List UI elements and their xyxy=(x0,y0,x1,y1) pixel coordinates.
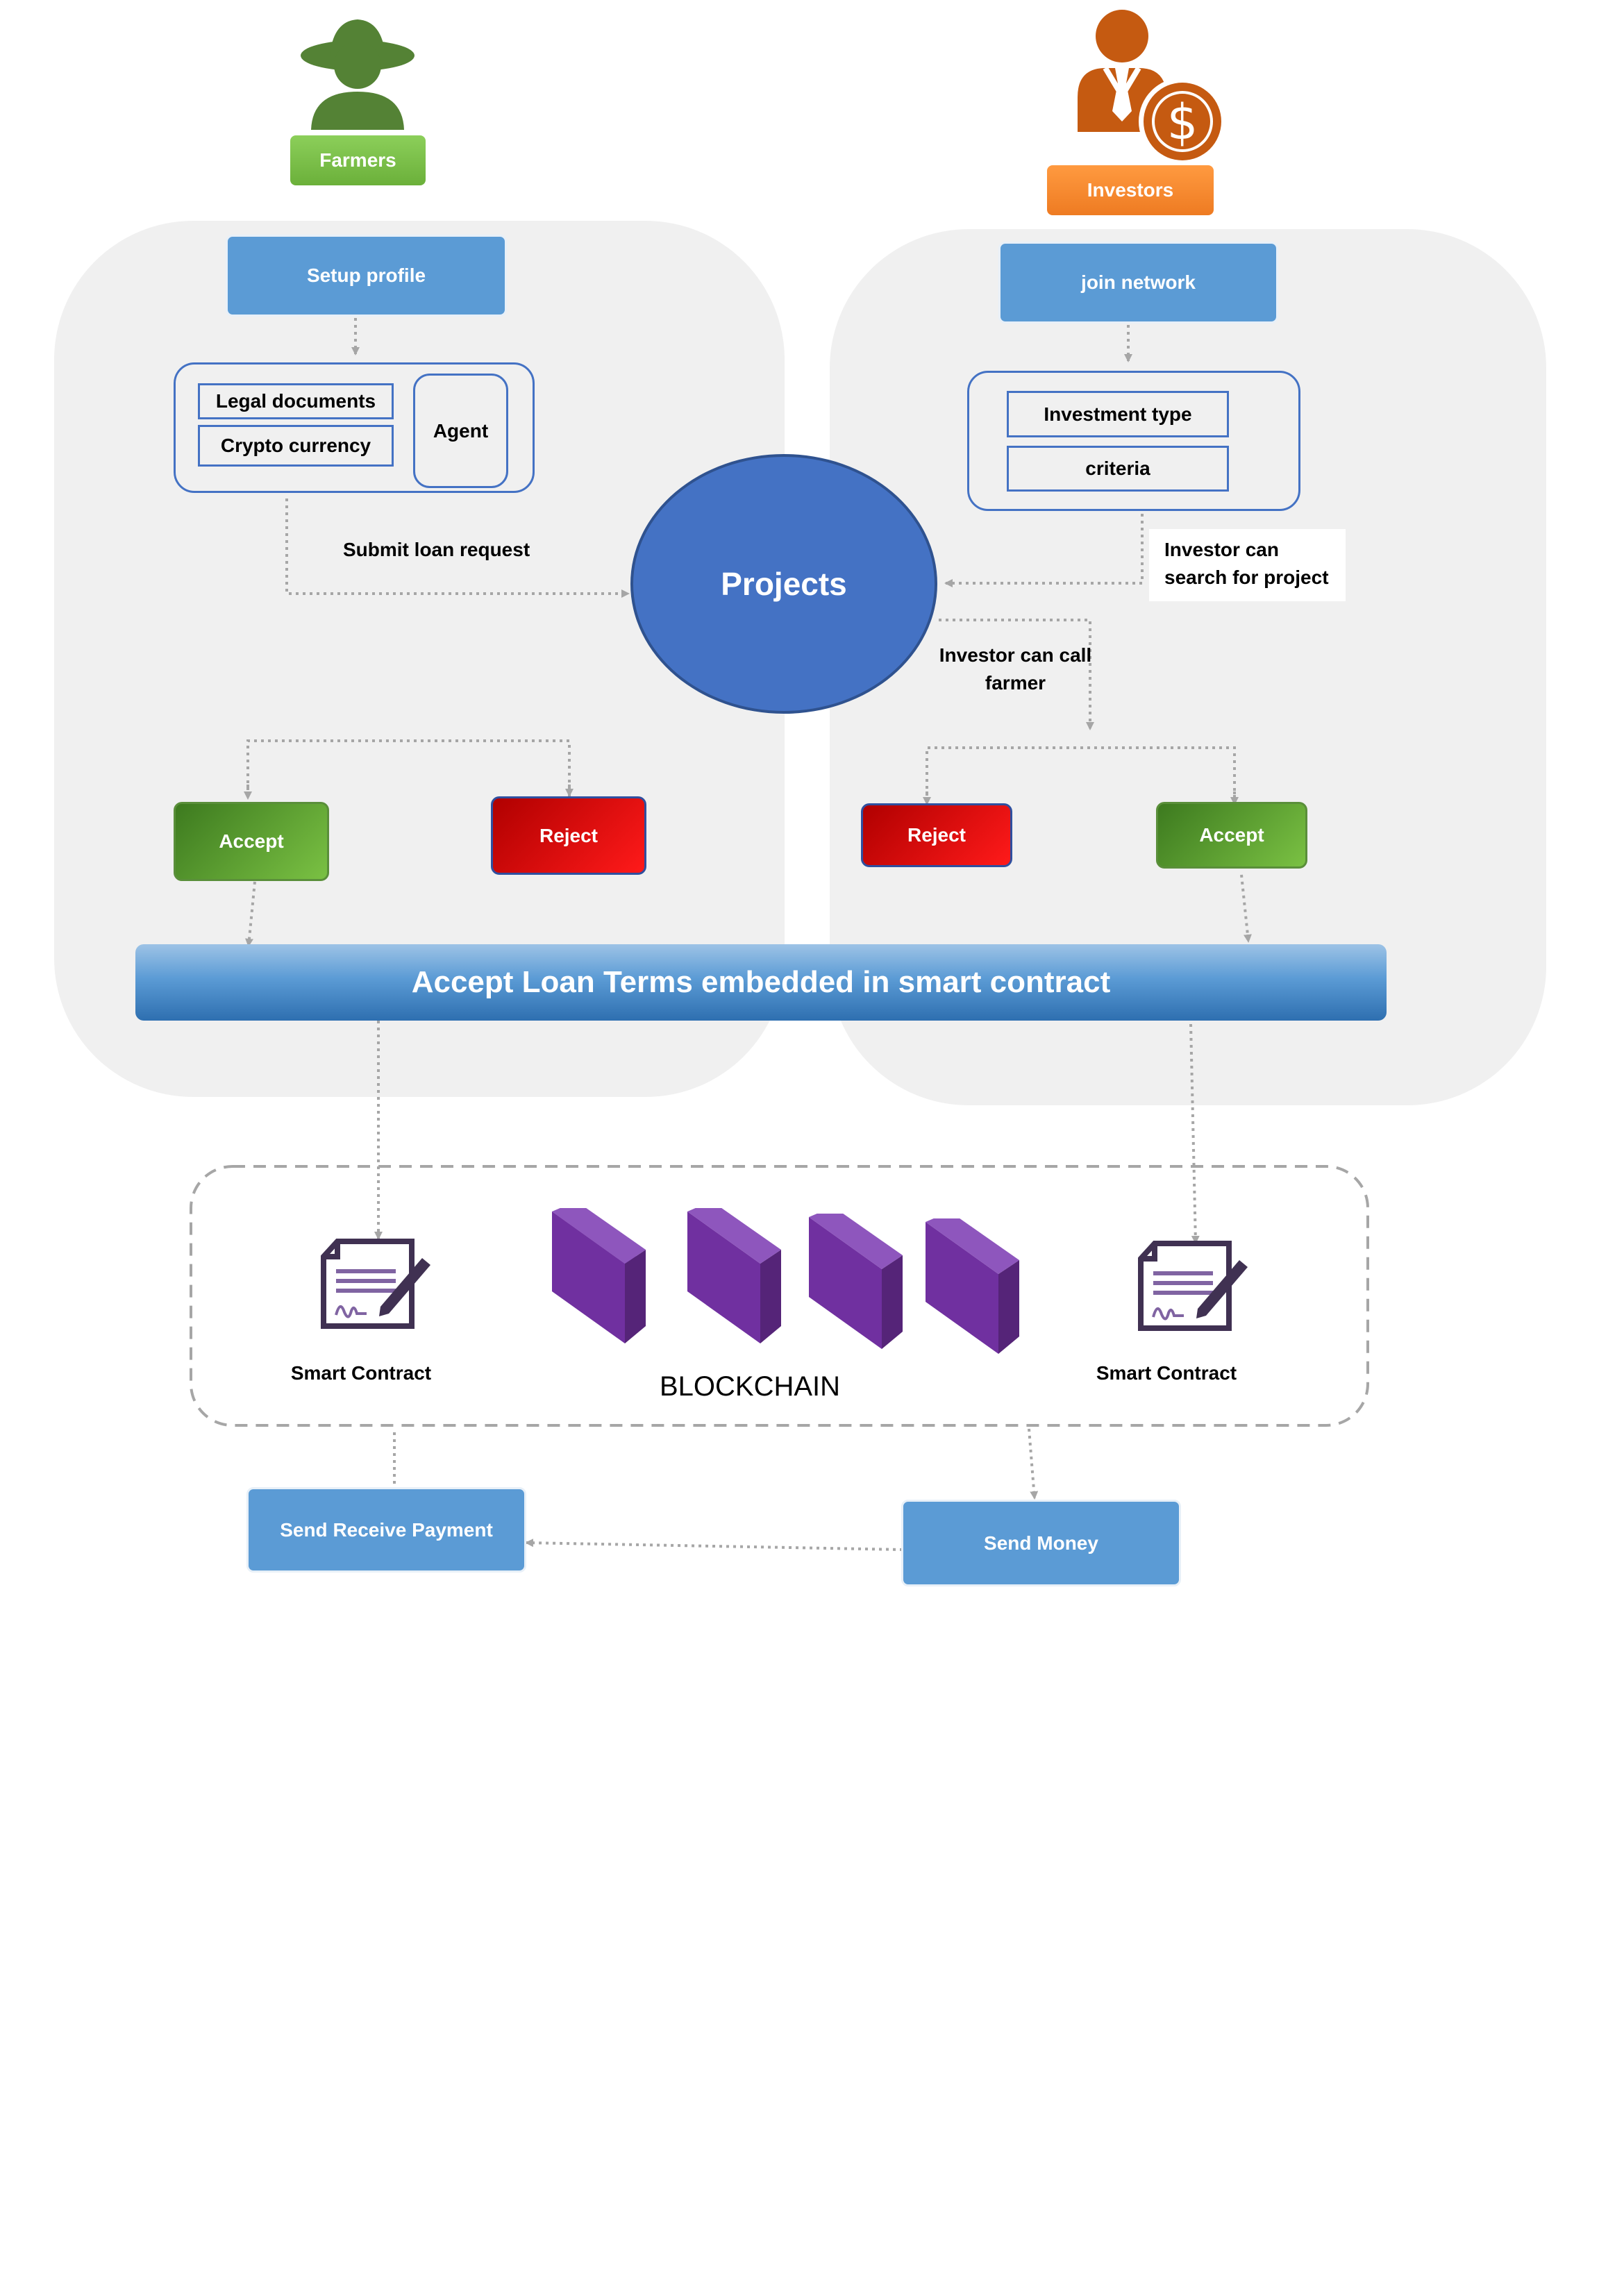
investors-label: Investors xyxy=(1047,165,1214,215)
investor-call-note: Investor can call farmer xyxy=(939,644,1092,694)
submit-loan-request-label: Submit loan request xyxy=(343,539,530,560)
farmer-reject-button[interactable]: Reject xyxy=(491,796,646,875)
projects-node[interactable]: Projects xyxy=(630,454,937,714)
arrow-send-to-receive xyxy=(525,1539,903,1551)
smart-contract-icon xyxy=(321,1239,430,1329)
criteria-box[interactable]: criteria xyxy=(1007,446,1229,492)
arrow-investor-accept-to-bar xyxy=(1240,874,1252,943)
arrow-farmer-split xyxy=(246,739,571,797)
arrow-farmer-accept-to-bar xyxy=(245,881,256,947)
farmer-docs-group xyxy=(174,362,535,493)
investor-search-note: Investor can search for project xyxy=(1149,529,1346,601)
investor-icon: $ xyxy=(1078,10,1226,165)
arrow-investor-search xyxy=(944,514,1144,587)
arrow-blockchain-to-send xyxy=(1028,1428,1039,1500)
blockchain-frame xyxy=(190,1165,1369,1427)
arrow-bar-to-right-contract xyxy=(1189,1023,1200,1244)
right-smart-contract-label: Smart Contract xyxy=(1096,1361,1237,1384)
blockchain-label: BLOCKCHAIN xyxy=(659,1371,841,1402)
setup-profile-button[interactable]: Setup profile xyxy=(226,235,507,317)
investor-criteria-group xyxy=(967,371,1300,511)
investor-reject-button[interactable]: Reject xyxy=(861,803,1012,867)
farmers-label: Farmers xyxy=(290,135,426,185)
investment-type-box[interactable]: Investment type xyxy=(1007,391,1229,437)
legal-documents-box[interactable]: Legal documents xyxy=(198,383,394,419)
smart-contract-icon xyxy=(1138,1241,1248,1331)
investor-accept-button[interactable]: Accept xyxy=(1156,802,1307,869)
blockchain-block-icon xyxy=(552,1208,646,1343)
svg-text:$: $ xyxy=(1167,94,1198,151)
blockchain-block-icon xyxy=(926,1218,1019,1354)
blockchain-block-icon xyxy=(809,1214,903,1349)
arrow-investor-call xyxy=(939,619,1094,730)
arrow-investor-split xyxy=(926,746,1236,803)
left-smart-contract-label: Smart Contract xyxy=(290,1361,432,1384)
crypto-currency-box[interactable]: Crypto currency xyxy=(198,425,394,467)
farmer-icon xyxy=(301,19,415,130)
send-receive-payment-button[interactable]: Send Receive Payment xyxy=(246,1487,526,1573)
blockchain-block-icon xyxy=(687,1208,781,1343)
farmer-accept-button[interactable]: Accept xyxy=(174,802,329,881)
join-network-button[interactable]: join network xyxy=(998,242,1278,324)
agent-box[interactable]: Agent xyxy=(413,374,508,488)
send-money-button[interactable]: Send Money xyxy=(901,1500,1181,1586)
accept-loan-terms-bar: Accept Loan Terms embedded in smart cont… xyxy=(135,944,1387,1021)
